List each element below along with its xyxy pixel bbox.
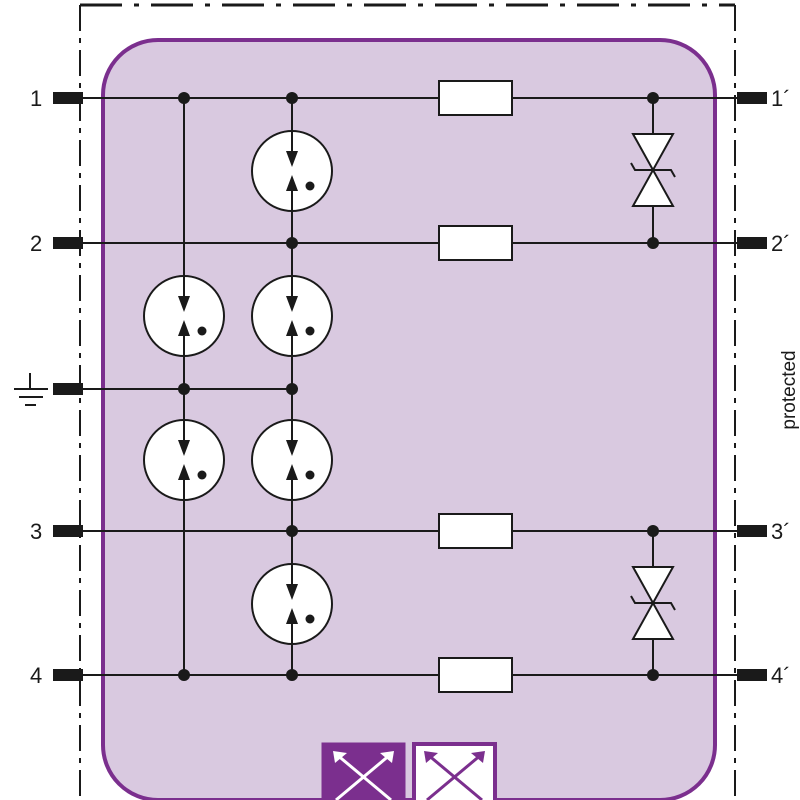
bidirectional-tvs-diode-icon <box>630 133 676 207</box>
gas-discharge-tube-icon <box>251 563 333 645</box>
terminal-stub-out-1 <box>737 92 767 104</box>
resistor-icon <box>438 80 513 116</box>
junction-dot <box>647 92 659 104</box>
junction-dot <box>286 237 298 249</box>
junction-dot <box>178 383 190 395</box>
connector-icon <box>412 742 497 800</box>
junction-dot <box>647 525 659 537</box>
resistor-icon <box>438 225 513 261</box>
connector-icon <box>321 742 406 800</box>
terminal-label-in-3: 3 <box>30 519 42 544</box>
terminal-label-in-4: 4 <box>30 663 42 688</box>
resistor-icon <box>438 657 513 693</box>
junction-dot <box>286 669 298 681</box>
gas-discharge-tube-icon <box>251 275 333 357</box>
terminal-label-out-2: 2´ <box>771 231 791 256</box>
terminal-stub-in-4 <box>53 669 83 681</box>
protected-side-label: protected <box>779 350 800 429</box>
terminal-label-out-3: 3´ <box>771 519 791 544</box>
junction-dot <box>286 92 298 104</box>
junction-dot <box>178 669 190 681</box>
output-terminal-labels: 1´ 2´ 3´ 4´ <box>771 86 791 688</box>
gas-discharge-tube-icon <box>251 130 333 212</box>
terminal-stubs <box>53 92 767 681</box>
terminal-stub-out-3 <box>737 525 767 537</box>
bidirectional-tvs-diode-icon <box>630 566 676 640</box>
resistors <box>438 80 513 693</box>
outer-enclosure <box>79 3 736 800</box>
junction-dot <box>286 525 298 537</box>
gas-discharge-tubes <box>143 130 333 645</box>
terminal-label-out-1: 1´ <box>771 86 791 111</box>
terminal-label-in-1: 1 <box>30 86 42 111</box>
terminal-stub-in-3 <box>53 525 83 537</box>
junction-dot <box>647 669 659 681</box>
junction-dots <box>178 92 659 681</box>
terminal-stub-ground <box>53 383 83 395</box>
terminal-stub-out-2 <box>737 237 767 249</box>
junction-dot <box>178 92 190 104</box>
gas-discharge-tube-icon <box>143 419 225 501</box>
gas-discharge-tube-icon <box>251 419 333 501</box>
input-terminal-labels: 1 2 3 4 <box>30 86 42 688</box>
terminal-label-out-4: 4´ <box>771 663 791 688</box>
junction-dot <box>286 383 298 395</box>
resistor-icon <box>438 513 513 549</box>
device-housing <box>101 38 717 800</box>
junction-dot <box>647 237 659 249</box>
terminal-stub-in-2 <box>53 237 83 249</box>
terminal-stub-in-1 <box>53 92 83 104</box>
ground-icon <box>14 373 48 406</box>
gas-discharge-tube-icon <box>143 275 225 357</box>
terminal-label-in-2: 2 <box>30 231 42 256</box>
tvs-diodes <box>630 133 676 640</box>
terminal-stub-out-4 <box>737 669 767 681</box>
